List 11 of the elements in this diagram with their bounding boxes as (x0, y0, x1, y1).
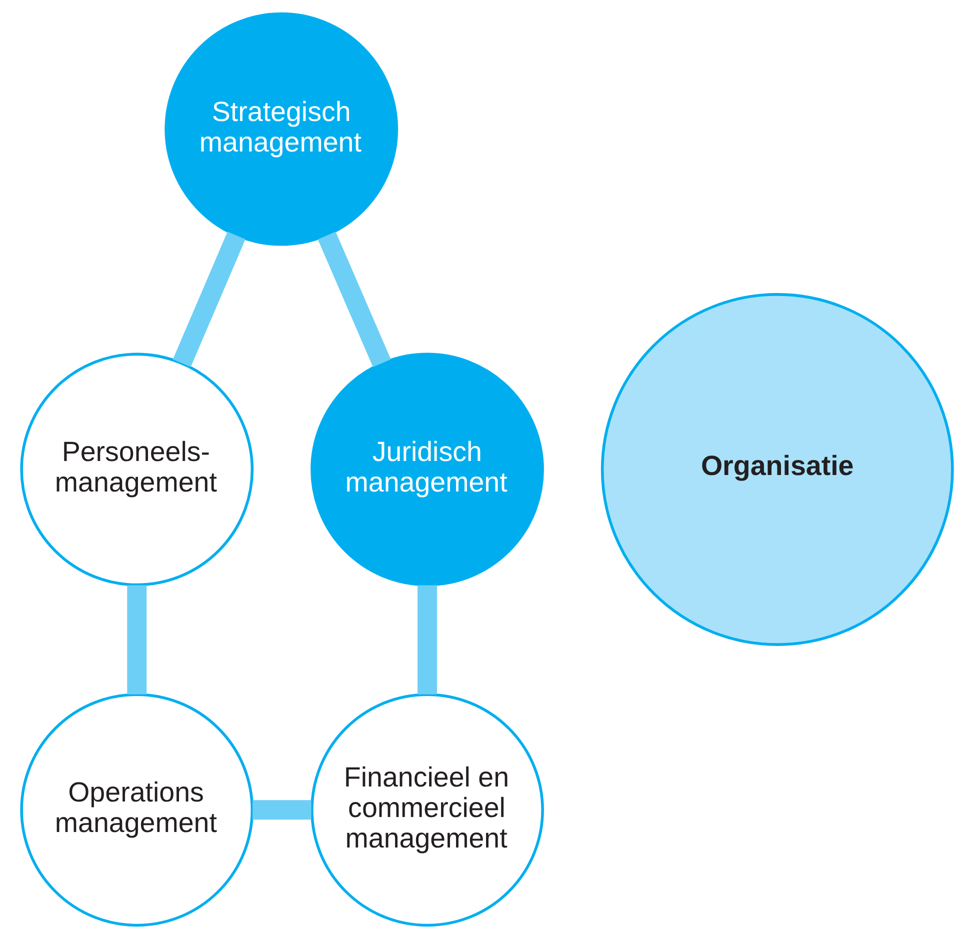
connector (172, 232, 245, 368)
node-circle: Operations management (20, 693, 254, 927)
connector (252, 800, 311, 820)
node-circle: Financieel en commercieel management (310, 693, 544, 927)
connector (126, 585, 146, 694)
node-circle: Strategisch management (164, 12, 398, 246)
node-circle: Organisatie (600, 293, 954, 646)
node-circle: Personeels- management (20, 352, 254, 586)
connector (417, 585, 436, 694)
connector (317, 232, 390, 368)
node-circle: Juridisch management (310, 352, 544, 586)
